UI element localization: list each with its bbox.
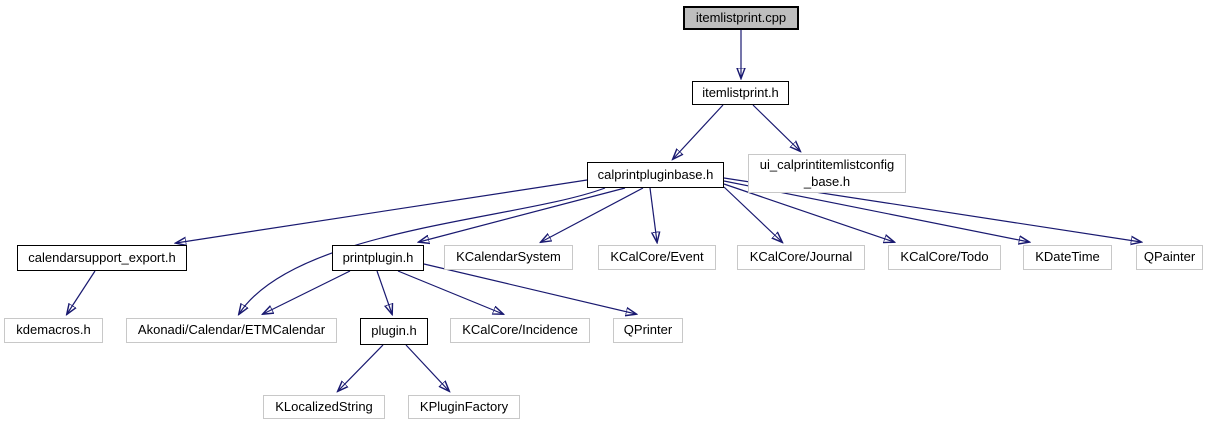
graph-node-label: itemlistprint.h bbox=[702, 84, 779, 100]
graph-node-klocalizedstring[interactable]: KLocalizedString bbox=[263, 395, 385, 419]
graph-node-label: plugin.h bbox=[371, 323, 417, 339]
graph-node-calprintpluginbase_h[interactable]: calprintpluginbase.h bbox=[587, 162, 724, 188]
edge-printplugin_h-to-etmcalendar bbox=[263, 270, 351, 314]
graph-node-label: KCalCore/Incidence bbox=[462, 322, 578, 338]
graph-node-itemlistprint_cpp: itemlistprint.cpp bbox=[683, 6, 799, 30]
edge-calprintpluginbase_h-to-kcalcore_event bbox=[649, 187, 657, 242]
edge-calprintpluginbase_h-to-kcalcore_todo bbox=[723, 183, 894, 242]
graph-node-label: printplugin.h bbox=[342, 249, 414, 265]
graph-node-kcalcore_event[interactable]: KCalCore/Event bbox=[598, 245, 716, 270]
graph-node-label: Akonadi/Calendar/ETMCalendar bbox=[137, 322, 326, 338]
graph-node-label: KDateTime bbox=[1035, 249, 1100, 265]
graph-node-itemlistprint_h[interactable]: itemlistprint.h bbox=[692, 81, 789, 105]
graph-node-label: KLocalizedString bbox=[275, 398, 373, 414]
graph-node-label: calendarsupport_export.h bbox=[28, 249, 176, 265]
graph-node-label: KCalCore/Event bbox=[610, 249, 704, 265]
graph-node-label: kdemacros.h bbox=[16, 322, 91, 338]
edge-itemlistprint_h-to-calprintpluginbase_h bbox=[673, 104, 724, 159]
graph-node-plugin_h[interactable]: plugin.h bbox=[360, 318, 428, 345]
graph-node-etmcalendar[interactable]: Akonadi/Calendar/ETMCalendar bbox=[126, 318, 337, 343]
edge-printplugin_h-to-kcalcore_incidence bbox=[397, 270, 503, 314]
graph-node-label: KCalendarSystem bbox=[456, 249, 561, 265]
edge-calprintpluginbase_h-to-etmcalendar bbox=[239, 187, 606, 314]
graph-node-kdemacros_h[interactable]: kdemacros.h bbox=[4, 318, 103, 343]
edge-calprintpluginbase_h-to-calendarsupport_export_h bbox=[176, 179, 588, 243]
graph-node-printplugin_h[interactable]: printplugin.h bbox=[332, 245, 424, 271]
graph-node-label: KCalCore/Journal bbox=[749, 249, 853, 265]
graph-node-label: QPainter bbox=[1143, 249, 1196, 265]
graph-node-label: ui_calprintitemlistconfig bbox=[759, 157, 895, 173]
graph-node-kcalendarsystem[interactable]: KCalendarSystem bbox=[444, 245, 573, 270]
edge-calprintpluginbase_h-to-kcalcore_journal bbox=[723, 186, 782, 242]
edge-itemlistprint_h-to-ui_calprintitemlistconfig_base_h bbox=[752, 104, 800, 151]
graph-node-kcalcore_incidence[interactable]: KCalCore/Incidence bbox=[450, 318, 590, 343]
graph-node-qpainter[interactable]: QPainter bbox=[1136, 245, 1203, 270]
edge-calendarsupport_export_h-to-kdemacros_h bbox=[67, 270, 96, 314]
graph-node-kcalcore_todo[interactable]: KCalCore/Todo bbox=[888, 245, 1001, 270]
graph-node-calendarsupport_export_h[interactable]: calendarsupport_export.h bbox=[17, 245, 187, 271]
graph-node-label: QPrinter bbox=[623, 322, 673, 338]
graph-node-kdatetime[interactable]: KDateTime bbox=[1023, 245, 1112, 270]
edge-printplugin_h-to-plugin_h bbox=[376, 270, 392, 314]
graph-node-label: KPluginFactory bbox=[419, 398, 509, 414]
graph-node-ui_calprintitemlistconfig_base_h[interactable]: ui_calprintitemlistconfig_base.h bbox=[748, 154, 906, 193]
graph-node-label: itemlistprint.cpp bbox=[695, 9, 787, 25]
graph-node-label: _base.h bbox=[803, 173, 851, 189]
edge-calprintpluginbase_h-to-kcalendarsystem bbox=[541, 187, 644, 242]
edge-printplugin_h-to-qprinter bbox=[423, 263, 636, 314]
graph-node-kpluginfactory[interactable]: KPluginFactory bbox=[408, 395, 520, 419]
graph-node-kcalcore_journal[interactable]: KCalCore/Journal bbox=[737, 245, 865, 270]
edge-calprintpluginbase_h-to-printplugin_h bbox=[419, 187, 626, 242]
edge-plugin_h-to-klocalizedstring bbox=[338, 344, 384, 391]
graph-node-label: calprintpluginbase.h bbox=[597, 166, 714, 182]
edge-plugin_h-to-kpluginfactory bbox=[405, 344, 449, 391]
graph-node-qprinter[interactable]: QPrinter bbox=[613, 318, 683, 343]
graph-node-label: KCalCore/Todo bbox=[900, 249, 989, 265]
